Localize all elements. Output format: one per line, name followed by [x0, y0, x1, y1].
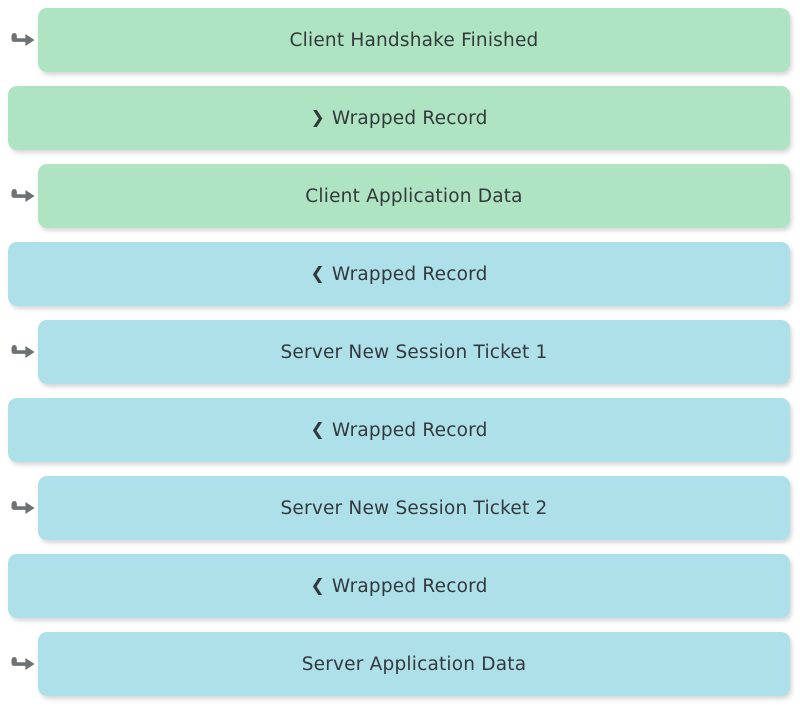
flow-box-label: Server New Session Ticket 1 — [280, 341, 548, 363]
flow-box-label: Wrapped Record — [331, 419, 488, 441]
flow-row: ❮ Wrapped Record — [0, 554, 800, 618]
flow-box-content: Server New Session Ticket 1 — [280, 342, 547, 363]
flow-message-box[interactable]: Server New Session Ticket 1 — [38, 320, 790, 384]
flow-message-box[interactable]: ❯ Wrapped Record — [8, 86, 790, 150]
flow-box-label: Wrapped Record — [331, 575, 488, 597]
chevron-left-icon: ❮ — [310, 575, 325, 596]
flow-row: Server Application Data — [0, 632, 800, 696]
flow-box-content: Server Application Data — [302, 654, 527, 675]
flow-message-box[interactable]: Client Application Data — [38, 164, 790, 228]
flow-row: Server New Session Ticket 2 — [0, 476, 800, 540]
flow-message-box[interactable]: Server Application Data — [38, 632, 790, 696]
flow-row: ❯ Wrapped Record — [0, 86, 800, 150]
flow-box-label: Wrapped Record — [331, 107, 488, 129]
flow-row: Client Application Data — [0, 164, 800, 228]
flow-box-label: Client Application Data — [305, 185, 523, 207]
flow-box-label: Client Handshake Finished — [289, 29, 539, 51]
flow-row: ❮ Wrapped Record — [0, 398, 800, 462]
chevron-right-icon: ❯ — [310, 107, 325, 128]
flow-box-content: ❮ Wrapped Record — [310, 576, 487, 597]
flow-box-label: Wrapped Record — [331, 263, 488, 285]
flow-message-box[interactable]: ❮ Wrapped Record — [8, 554, 790, 618]
arrow-right-icon — [8, 320, 38, 384]
flow-box-label: Server Application Data — [301, 653, 527, 675]
flow-box-content: Client Application Data — [305, 186, 522, 207]
arrow-right-icon — [8, 8, 38, 72]
flow-box-content: ❮ Wrapped Record — [310, 420, 487, 441]
flow-message-box[interactable]: ❮ Wrapped Record — [8, 242, 790, 306]
flow-row: ❮ Wrapped Record — [0, 242, 800, 306]
arrow-right-icon — [8, 632, 38, 696]
chevron-left-icon: ❮ — [310, 263, 325, 284]
flow-box-label: Server New Session Ticket 2 — [280, 497, 548, 519]
flow-box-content: Client Handshake Finished — [290, 30, 539, 51]
flow-box-content: ❯ Wrapped Record — [310, 108, 487, 129]
flow-row: Client Handshake Finished — [0, 8, 800, 72]
flow-box-content: ❮ Wrapped Record — [310, 264, 487, 285]
flow-message-box[interactable]: ❮ Wrapped Record — [8, 398, 790, 462]
chevron-left-icon: ❮ — [310, 419, 325, 440]
arrow-right-icon — [8, 476, 38, 540]
flow-box-content: Server New Session Ticket 2 — [280, 498, 547, 519]
flow-message-box[interactable]: Client Handshake Finished — [38, 8, 790, 72]
arrow-right-icon — [8, 164, 38, 228]
flow-row: Server New Session Ticket 1 — [0, 320, 800, 384]
flow-message-box[interactable]: Server New Session Ticket 2 — [38, 476, 790, 540]
